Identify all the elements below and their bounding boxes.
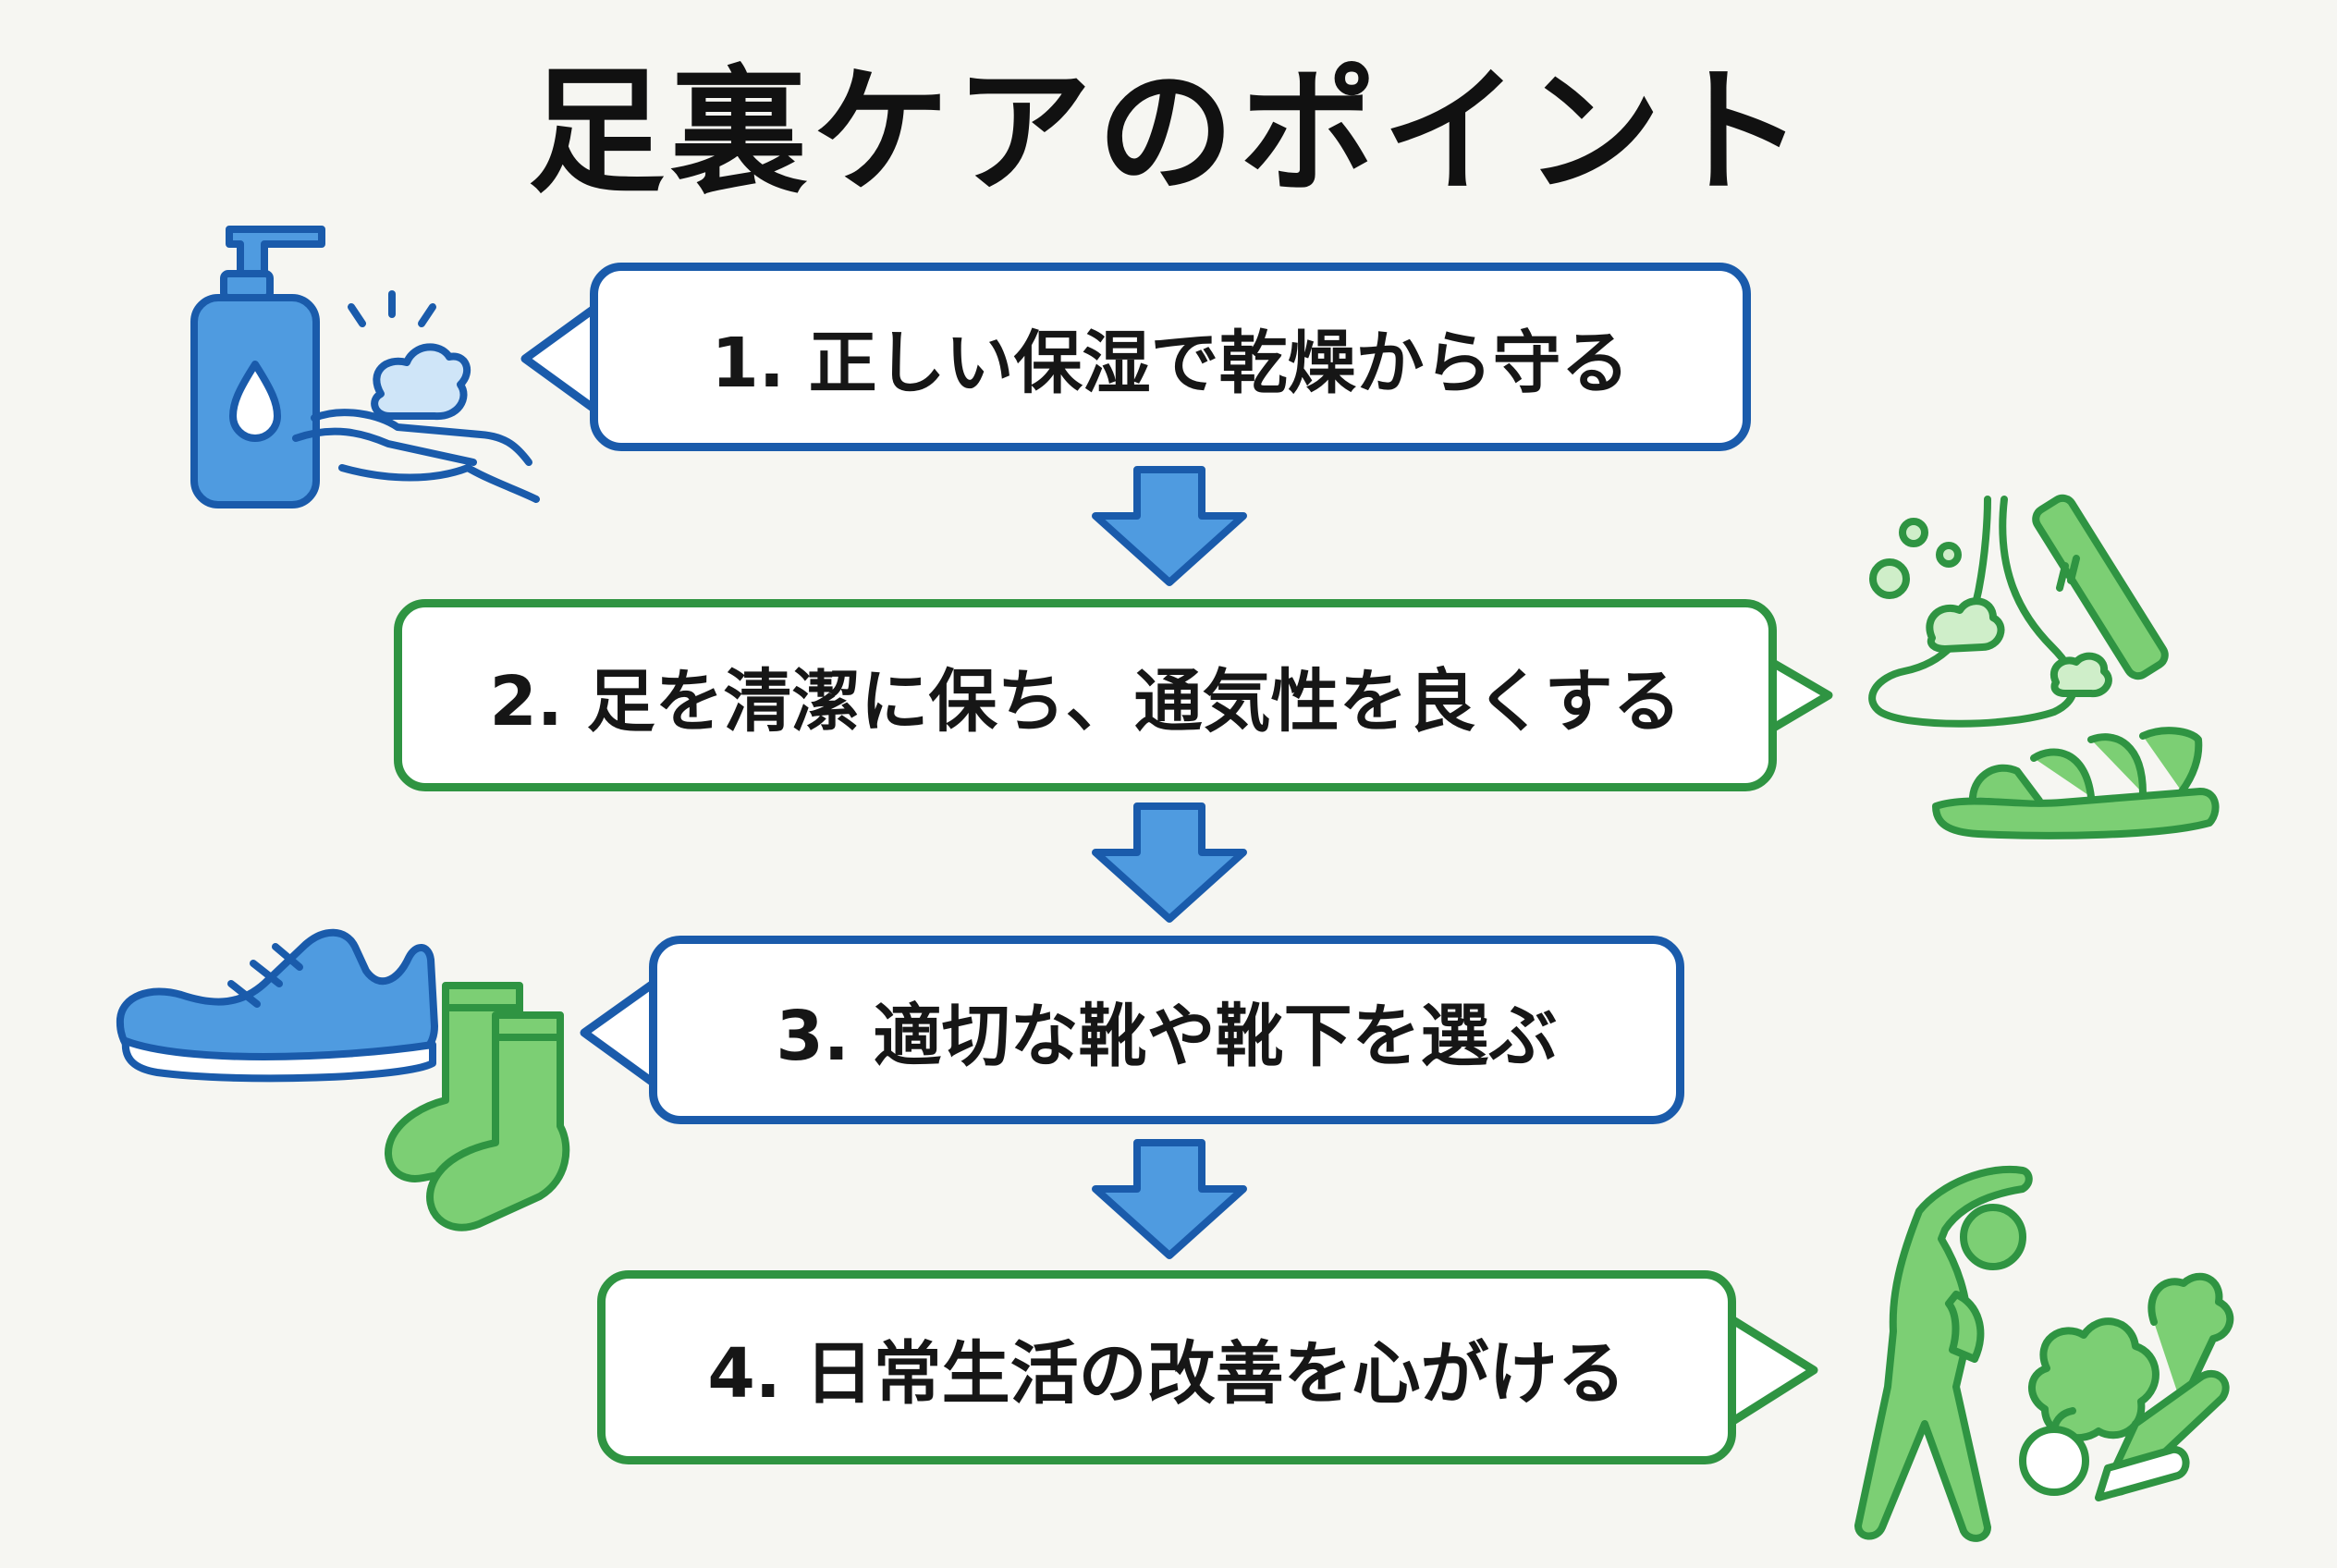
vegetables-icon (2019, 1272, 2234, 1501)
sandal-icon (1932, 727, 2220, 839)
pump-bottle-icon (190, 226, 325, 508)
sneaker-icon (116, 928, 438, 1083)
step-2-label: 2. 足を清潔に保ち、通気性を良くする (489, 661, 1682, 741)
down-arrow-icon (1092, 802, 1247, 923)
down-arrow-icon (1092, 466, 1247, 586)
step-1-label: 1. 正しい保湿で乾燥から守る (711, 323, 1630, 403)
cream-hand-icon (292, 290, 540, 503)
step-4-box: 4. 日常生活の改善を心がける (597, 1270, 1736, 1464)
step-3-label: 3. 適切な靴や靴下を選ぶ (776, 996, 1558, 1076)
down-arrow-icon (1092, 1139, 1247, 1259)
foot-washing-icon (1868, 494, 2169, 728)
socks-icon (385, 982, 570, 1231)
stretching-person-icon (1854, 1166, 2033, 1542)
step-1-box: 1. 正しい保湿で乾燥から守る (590, 263, 1751, 451)
page-title: 足裏ケアのポイント (528, 53, 1809, 212)
step-4-label: 4. 日常生活の改善を心がける (707, 1333, 1626, 1414)
step-3-box: 3. 適切な靴や靴下を選ぶ (649, 936, 1684, 1124)
step-2-box: 2. 足を清潔に保ち、通気性を良くする (394, 599, 1777, 791)
